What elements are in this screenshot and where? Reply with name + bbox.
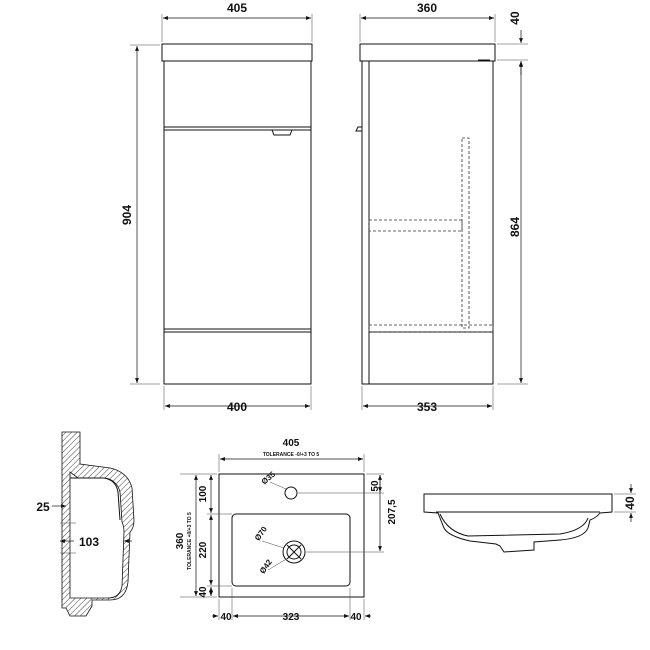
basin-back-margin-label: 100 <box>198 485 209 502</box>
basin-bowl <box>231 513 351 587</box>
basin-diameter-labels: Ø35 Ø70 Ø42 <box>253 469 289 575</box>
bowl-depth-dimension: 103 <box>60 522 132 554</box>
side-depth-label: 360 <box>417 1 437 15</box>
side-height-label: 864 <box>508 217 522 237</box>
waste-offset-label: 207,5 <box>387 499 398 524</box>
basin-top-view: 405 TOLERANCE -0/+3 TO 5 360 TOLERANCE +… <box>175 438 398 623</box>
front-cabinet-body <box>163 60 312 385</box>
basin-right-margin-label: 40 <box>350 612 362 623</box>
basin-width-label: 405 <box>283 438 300 449</box>
basin-front-margin-label: 40 <box>198 586 209 598</box>
basin-depth-tolerance: TOLERANCE +0/+3 TO 5 <box>187 512 193 570</box>
side-top-thickness-dimension: 40 <box>497 11 528 75</box>
basin-hole-offset-dimensions: 50 207,5 <box>298 473 398 553</box>
basin-bowl-width-label: 323 <box>283 612 300 623</box>
tap-hole-icon <box>284 486 298 500</box>
front-bottom-dimension: 400 <box>163 386 312 414</box>
basin-side-thickness-label: 40 <box>623 496 637 510</box>
bowl-depth-label: 103 <box>79 535 99 549</box>
basin-section-wall <box>61 431 135 617</box>
side-countertop <box>359 43 496 62</box>
basin-bottom-dimensions: 40 323 40 <box>212 588 371 623</box>
side-height-dimension: 864 <box>497 62 528 385</box>
front-countertop <box>161 43 313 62</box>
rim-depth-label: 25 <box>36 500 50 514</box>
waste-inner-icon <box>286 544 302 560</box>
basin-side-view: 40 <box>423 484 637 553</box>
front-top-dimension: 405 <box>161 1 313 42</box>
internal-pipe <box>461 137 470 329</box>
basin-depth-dimension: 360 TOLERANCE +0/+3 TO 5 <box>175 473 217 598</box>
waste-outer-icon <box>282 540 306 564</box>
basin-bowl-length-label: 220 <box>198 541 209 558</box>
basin-left-margin-label: 40 <box>220 612 232 623</box>
basin-inner-vertical-dimensions: 100 220 40 <box>198 475 232 598</box>
rim-depth-dimension: 25 <box>36 500 66 514</box>
waste-outer-dia-label: Ø70 <box>253 524 269 542</box>
basin-depth-label: 360 <box>175 532 186 549</box>
basin-section: 25 103 <box>36 431 135 617</box>
side-bottom-dimension: 353 <box>361 386 494 414</box>
door-handle <box>271 129 293 136</box>
basin-outline <box>218 473 365 598</box>
internal-shelf <box>368 219 463 232</box>
side-bottom-depth-label: 353 <box>417 400 437 414</box>
front-height-dimension: 904 <box>120 44 160 385</box>
front-top-width-label: 405 <box>227 1 247 15</box>
side-handle <box>355 126 362 132</box>
tap-hole-offset-label: 50 <box>370 480 381 492</box>
basin-width-tolerance: TOLERANCE -0/+3 TO 5 <box>263 452 320 458</box>
basin-width-dimension: 405 TOLERANCE -0/+3 TO 5 <box>218 438 365 472</box>
side-top-thickness-label: 40 <box>508 11 522 25</box>
side-top-dimension: 360 <box>359 1 496 42</box>
front-bottom-width-label: 400 <box>227 400 247 414</box>
front-height-label: 904 <box>120 205 134 225</box>
side-cabinet-body <box>361 60 494 385</box>
front-view: 405 904 400 <box>120 1 313 414</box>
basin-side-profile <box>423 493 613 553</box>
basin-side-thickness-dimension: 40 <box>614 484 637 522</box>
waste-inner-dia-label: Ø42 <box>258 557 274 575</box>
side-view: 360 40 864 <box>355 1 528 414</box>
